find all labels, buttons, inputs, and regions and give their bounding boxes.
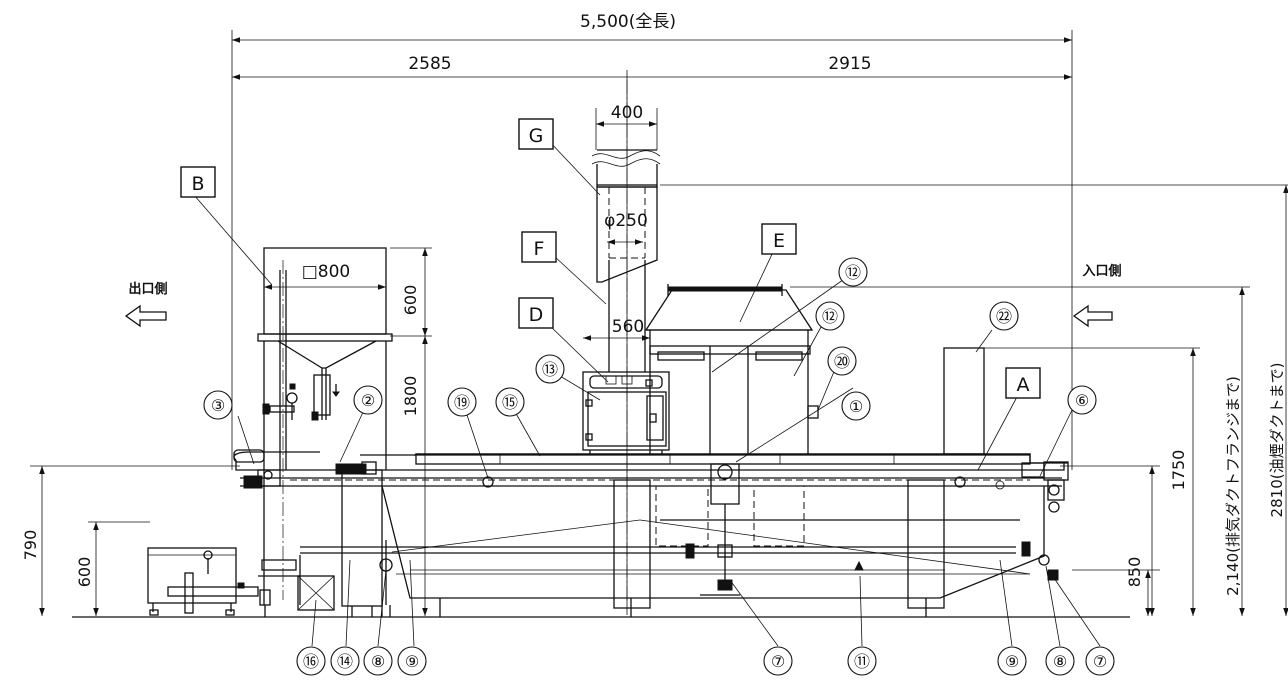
callout-7-right: ⑦ [1085,646,1115,676]
label-box-a: A [1005,367,1041,399]
label-box-g: F [521,231,557,263]
callout-15: ⑮ [495,387,525,417]
svg-text:G: G [529,125,544,147]
dim-hopper-size: □800 [302,262,351,282]
svg-text:⑪: ⑪ [854,652,870,671]
callout-6: ⑥ [1067,385,1097,415]
svg-text:⑦: ⑦ [1093,652,1107,671]
svg-text:⑬: ⑬ [542,360,558,379]
dim-height-1750: 1750 [1169,450,1188,491]
svg-text:㉒: ㉒ [996,307,1012,326]
callout-7-left: ⑦ [763,646,793,676]
svg-text:②: ② [361,391,375,410]
svg-text:⑫: ⑫ [822,307,838,326]
inlet-side-indicator: 入口側 [1072,263,1122,328]
label-box-d: D [518,297,554,329]
svg-text:⑲: ⑲ [454,393,470,412]
callout-8-right: ⑧ [1045,646,1075,676]
svg-text:⑯: ⑯ [303,652,319,671]
leader-lines [193,139,1101,647]
left-arrow-icon [124,304,167,328]
label-box-b: B [180,166,216,198]
svg-text:⑥: ⑥ [1075,391,1089,410]
dim-oil-duct-top: 2810(油煙ダクトまで) [1268,363,1286,518]
callout-13: ⑬ [535,354,565,384]
callout-9-left: ⑨ [397,646,427,676]
dim-oil-duct-flange: 2,140(排気ダクトフランジまで) [1224,376,1242,596]
callout-12-lower: ⑫ [815,301,845,331]
dim-left-600: 600 [75,557,94,588]
oil-tank [147,547,300,616]
dimension-texts: 5,500(全長) 2585 2915 400 φ250 560 □800 60… [21,12,1286,596]
callout-3: ③ [203,390,233,420]
outlet-side-label: 出口側 [128,281,167,297]
svg-text:③: ③ [211,396,225,415]
svg-text:A: A [1017,374,1030,396]
svg-text:⑨: ⑨ [405,652,419,671]
svg-text:⑫: ⑫ [845,263,861,282]
label-box-e: E [761,223,797,255]
control-box [582,371,670,455]
callout-22: ㉒ [989,301,1019,331]
outlet-side-indicator: 出口側 [124,281,168,328]
dim-total-length: 5,500(全長) [580,12,676,32]
inlet-side-label: 入口側 [1082,263,1121,279]
callout-8-left: ⑧ [363,646,393,676]
dimension-lines [30,30,1288,616]
svg-text:①: ① [849,397,863,416]
svg-text:F: F [534,238,545,260]
svg-text:⑧: ⑧ [1053,652,1067,671]
svg-text:B: B [191,173,204,195]
svg-text:⑨: ⑨ [1005,652,1019,671]
dim-height-850: 850 [1125,557,1144,588]
svg-text:E: E [773,230,785,252]
cabinet [943,347,985,455]
left-arrow-icon [1072,304,1113,328]
callout-1: ① [841,391,871,421]
callout-9-right: ⑨ [997,646,1027,676]
dim-hood-width: 560 [612,317,644,337]
svg-text:⑦: ⑦ [771,652,785,671]
callout-14: ⑭ [330,646,360,676]
dim-right-section: 2915 [828,54,871,74]
dim-frame-height: 1800 [401,376,420,417]
callout-2: ② [353,385,383,415]
svg-text:⑧: ⑧ [371,652,385,671]
callout-16: ⑯ [296,646,326,676]
dim-duct-diameter: φ250 [604,211,648,231]
fryer-body [233,449,1069,617]
svg-text:⑳: ⑳ [834,352,850,371]
dim-left-section: 2585 [408,54,451,74]
svg-text:⑭: ⑭ [337,652,353,671]
hopper-assembly [257,247,393,617]
svg-text:⑮: ⑮ [502,393,518,412]
dim-left-790: 790 [21,530,40,561]
svg-text:D: D [529,304,544,326]
callout-12-upper: ⑫ [838,257,868,287]
dim-hopper-height: 600 [401,285,420,316]
callout-19: ⑲ [447,387,477,417]
label-box-f: G [518,118,554,150]
callout-20: ⑳ [827,346,857,376]
callout-11: ⑪ [847,646,877,676]
exhaust-hood [644,284,819,547]
